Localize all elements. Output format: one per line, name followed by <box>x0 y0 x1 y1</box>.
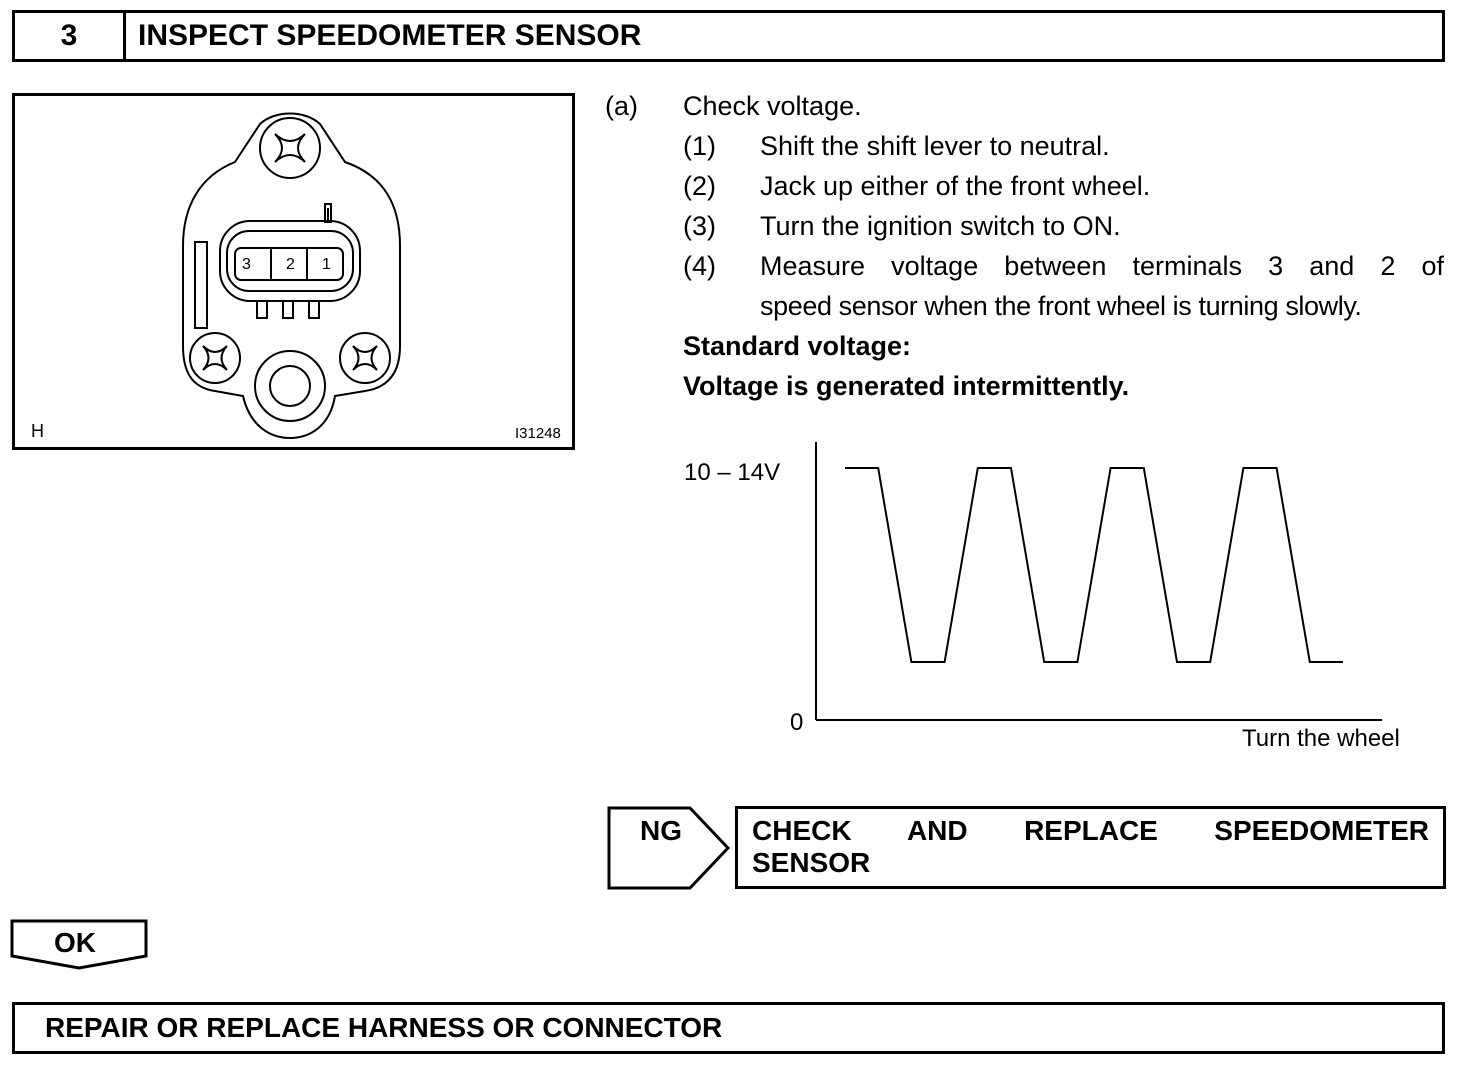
terminal-1-label: 1 <box>322 256 331 273</box>
ok-arrow <box>10 919 148 970</box>
ng-action-line2: SENSOR <box>752 847 871 878</box>
substep-2-text: Jack up either of the front wheel. <box>760 171 1151 201</box>
terminal-3-label: 3 <box>242 256 251 273</box>
substep-1-text: Shift the shift lever to neutral. <box>760 131 1110 161</box>
substep-4-text: Measure voltage between terminals 3 and … <box>760 251 1444 281</box>
ng-action-line1: CHECK AND REPLACE SPEEDOMETER <box>752 815 1429 846</box>
waveform-series <box>845 467 1343 663</box>
substep-3-num: (3) <box>683 211 716 241</box>
step-title: INSPECT SPEEDOMETER SENSOR <box>123 10 1445 62</box>
figure-corner-left: H <box>31 421 44 441</box>
substep-1-num: (1) <box>683 131 716 161</box>
sensor-figure: 3 2 1 H I31248 <box>12 93 575 450</box>
ng-action-box: CHECK AND REPLACE SPEEDOMETER SENSOR <box>735 806 1446 889</box>
step-a-label: (a) <box>605 91 638 121</box>
terminal-2-label: 2 <box>286 256 295 273</box>
final-action-box: REPAIR OR REPLACE HARNESS OR CONNECTOR <box>12 1002 1445 1054</box>
speed-sensor-connector-drawing <box>182 112 401 440</box>
standard-voltage-label: Standard voltage: <box>683 331 912 361</box>
ng-arrow <box>607 806 731 890</box>
substep-2-num: (2) <box>683 171 716 201</box>
figure-id: I31248 <box>515 425 561 442</box>
ng-label: NG <box>640 815 682 846</box>
x-axis-label: Turn the wheel <box>1242 725 1400 752</box>
substep-3-text: Turn the ignition switch to ON. <box>760 211 1121 241</box>
y-tick-high: 10 – 14V <box>684 459 780 486</box>
step-a-text: Check voltage. <box>683 91 862 121</box>
standard-voltage-value: Voltage is generated intermittently. <box>683 371 1130 401</box>
substep-4-text-continued: speed sensor when the front wheel is tur… <box>760 291 1362 321</box>
y-tick-zero: 0 <box>790 709 803 736</box>
step-number: 3 <box>12 10 126 62</box>
substep-4-num: (4) <box>683 251 716 281</box>
ok-label: OK <box>54 927 96 958</box>
voltage-waveform-chart: 10 – 14V 0 Turn the wheel <box>684 442 1400 752</box>
